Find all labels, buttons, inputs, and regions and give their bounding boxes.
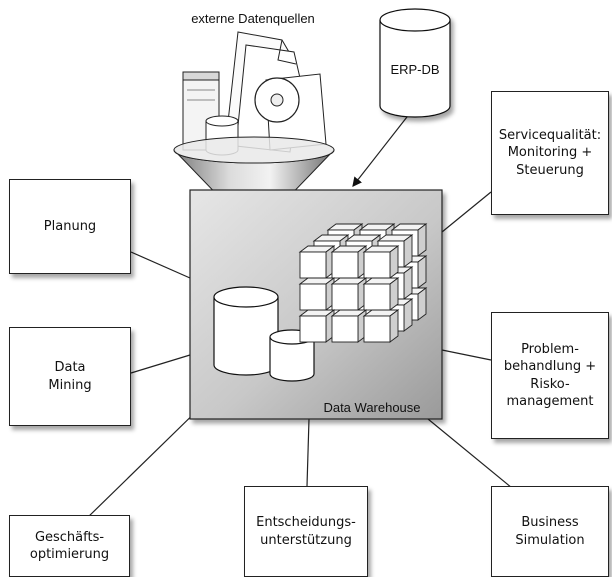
node-data-mining: Data Mining: [9, 327, 131, 426]
cube-block: [362, 245, 400, 279]
erp-arrow: [352, 107, 415, 187]
node-servicequalitaet: Servicequalität: Monitoring + Steuerung: [491, 91, 609, 215]
node-geschaeftsoptimierung: Geschäfts- optimierung: [9, 515, 130, 577]
funnel-icon: [173, 136, 335, 212]
cube-block: [376, 234, 414, 268]
erp-db-label: ERP-DB: [390, 62, 439, 77]
external-sources-graphic: [173, 31, 335, 212]
cube-block: [330, 309, 368, 343]
cube-block: [362, 309, 400, 343]
cube-block: [330, 277, 368, 311]
connector-planung: [130, 251, 191, 279]
connector-entscheidungsunterstuetzung: [306, 418, 310, 487]
connector-servicequalitaet: [441, 191, 492, 233]
cube-block: [298, 277, 336, 311]
node-planung: Planung: [9, 179, 131, 274]
erp-db-cylinder: [379, 8, 451, 118]
connector-geschaeftsoptimierung: [84, 397, 211, 521]
warehouse-cylinders: [213, 286, 315, 382]
disc-icon: [254, 77, 300, 123]
data-warehouse-label: Data Warehouse: [323, 400, 420, 415]
connector-data-mining: [130, 354, 191, 374]
node-problembehandlung: Problem- behandlung + Risko- management: [491, 312, 609, 439]
connector-business-simulation: [427, 418, 513, 489]
connector-problembehandlung: [441, 349, 492, 361]
external-sources-title: externe Datenquellen: [191, 11, 315, 26]
node-entscheidungsunterstuetzung: Entscheidungs- unterstützung: [244, 486, 368, 577]
node-business-simulation: Business Simulation: [491, 486, 609, 577]
cube-block: [298, 309, 336, 343]
cube-block: [362, 277, 400, 311]
connector-lines: [84, 107, 513, 521]
cube-block: [298, 245, 336, 279]
olap-cube: [298, 223, 428, 343]
cube-block: [330, 245, 368, 279]
